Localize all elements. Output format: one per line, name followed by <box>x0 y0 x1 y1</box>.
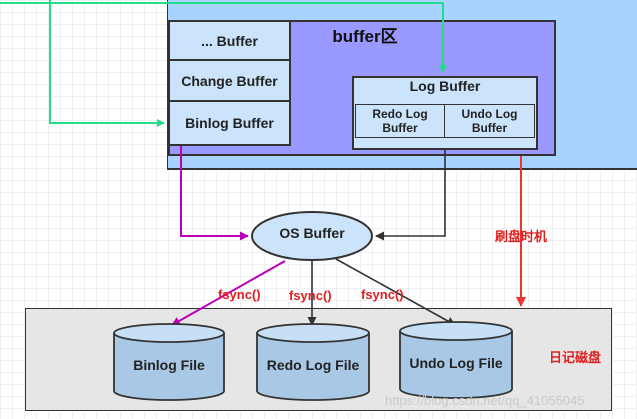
change-buffer-label: Change Buffer <box>181 72 278 89</box>
fsync-arrow-undo <box>335 258 456 326</box>
binlog-file-cylinder <box>113 323 225 401</box>
binlog-file-label: Binlog File <box>133 357 205 373</box>
redo-log-file-cylinder <box>256 323 370 401</box>
binlog-buffer-box: Binlog Buffer <box>168 100 291 146</box>
green-arrow-to-log-buffer <box>0 2 447 73</box>
watermark: https://blog.csdn.net/qq_41055045 <box>385 393 585 408</box>
os-buffer-label: OS Buffer <box>279 225 345 241</box>
dots-buffer-label: ... Buffer <box>201 32 258 49</box>
os-buffer-ellipse <box>251 211 373 261</box>
undo-log-buffer-label-2: Buffer <box>471 121 508 135</box>
undo-log-buffer-label-1: Undo Log <box>461 107 518 121</box>
fsync-binlog-label: fsync() <box>218 287 261 302</box>
binlog-buffer-label: Binlog Buffer <box>185 115 274 131</box>
buffer-region-title: buffer区 <box>332 27 398 46</box>
redo-log-buffer-label-1: Redo Log <box>372 107 428 121</box>
undo-log-file-label: Undo Log File <box>409 355 503 371</box>
flush-timing-label: 刷盘时机 <box>495 229 548 244</box>
redo-log-file-label: Redo Log File <box>266 357 360 373</box>
log-buffer-label: Log Buffer <box>409 78 481 94</box>
redo-log-buffer-label-2: Buffer <box>382 121 418 135</box>
green-arrow-to-binlog-buffer <box>49 0 165 127</box>
disk-label: 日记磁盘 <box>549 350 602 365</box>
magenta-arrow-binlog-to-os <box>180 146 249 241</box>
dark-arrow-log-to-os <box>375 150 446 241</box>
change-buffer-box: Change Buffer <box>168 59 291 102</box>
fsync-redo-label: fsync() <box>289 288 332 303</box>
fsync-undo-label: fsync() <box>361 287 404 302</box>
fsync-arrow-binlog <box>171 260 286 326</box>
undo-log-file-cylinder <box>399 321 513 399</box>
